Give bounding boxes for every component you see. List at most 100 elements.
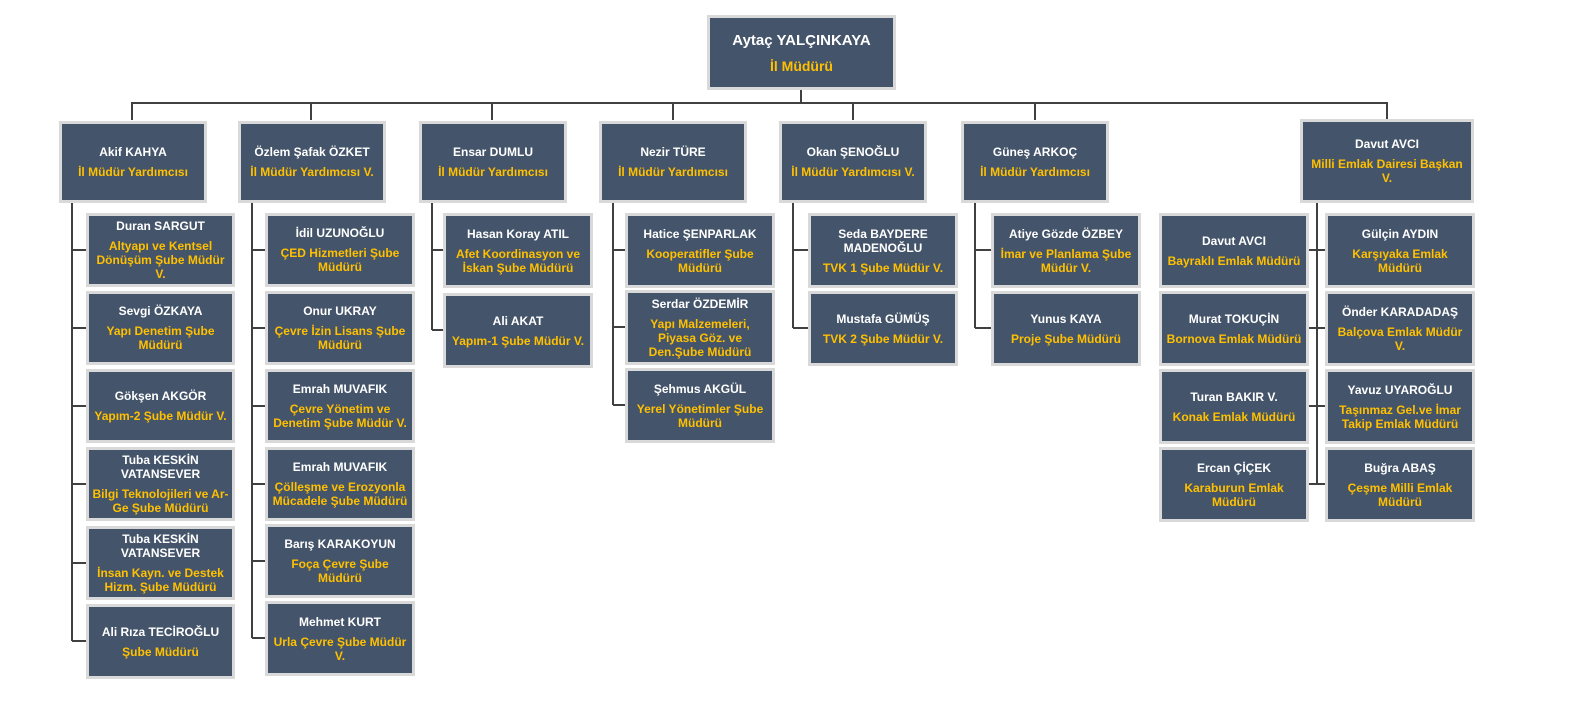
child-name: Hatice ŞENPARLAK [643,226,757,241]
child-title: Balçova Emlak Müdür V. [1337,324,1463,353]
child-name: Hasan Koray ATIL [466,226,570,241]
child-name: Tuba KESKİN VATANSEVER [120,532,201,560]
child-title: TVK 1 Şube Müdür V. [822,260,944,275]
child-box: Tuba KESKİN VATANSEVER Bilgi Teknolojile… [86,447,235,521]
child-title: İnsan Kayn. ve Destek Hizm. Şube Müdürü [97,566,224,594]
head-name: Ensar DUMLU [452,145,533,159]
child-name: Mustafa GÜMÜŞ [836,311,930,326]
child-box: Hatice ŞENPARLAK Kooperatifler Şube Müdü… [625,213,775,288]
head-box-6: Davut AVCI Milli Emlak Dairesi Başkan V. [1300,119,1474,203]
head-title: İl Müdür Yardımcısı [980,165,1090,179]
child-box: Yavuz UYAROĞLU Taşınmaz Gel.ve İmar Taki… [1325,369,1475,444]
child-title: Altyapı ve Kentsel Dönüşüm Şube Müdür V. [96,239,225,281]
child-title: Taşınmaz Gel.ve İmar Takip Emlak Müdürü [1339,402,1461,431]
child-name: Buğra ABAŞ [1364,460,1436,475]
child-title: Bilgi Teknolojileri ve Ar-Ge Şube Müdürü [92,487,229,515]
child-name: Emrah MUVAFIK [292,382,388,396]
child-title: Karaburun Emlak Müdürü [1184,480,1284,509]
child-name: Yunus KAYA [1030,311,1102,326]
child-box: Önder KARADADAŞ Balçova Emlak Müdür V. [1325,291,1475,366]
child-title: Şube Müdürü [122,644,199,659]
child-box: Mehmet KURT Urla Çevre Şube Müdür V. [265,601,415,676]
child-title: Urla Çevre Şube Müdür V. [273,634,407,663]
child-name: Ercan ÇİÇEK [1196,460,1272,475]
child-name: Ali AKAT [492,313,544,328]
child-box: Ercan ÇİÇEK Karaburun Emlak Müdürü [1159,447,1309,522]
root-name: Aytaç YALÇINKAYA [732,31,871,49]
child-name: Yavuz UYAROĞLU [1347,382,1453,397]
child-title: Foça Çevre Şube Müdürü [291,557,389,585]
child-name: Gülçin AYDIN [1361,226,1439,241]
child-box: Emrah MUVAFIK Çölleşme ve Erozyonla Müca… [265,447,415,521]
root-box: Aytaç YALÇINKAYA İl Müdürü [707,15,896,90]
child-title: Bayraklı Emlak Müdürü [1167,253,1301,268]
child-name: Emrah MUVAFIK [292,460,388,474]
child-title: Yapım-1 Şube Müdür V. [451,333,585,348]
child-title: Bornova Emlak Müdürü [1166,331,1302,346]
child-box: Murat TOKUÇİN Bornova Emlak Müdürü [1159,291,1309,366]
child-box: Tuba KESKİN VATANSEVER İnsan Kayn. ve De… [86,526,235,600]
child-box: Turan BAKIR V. Konak Emlak Müdürü [1159,369,1309,444]
child-box: Hasan Koray ATIL Afet Koordinasyon ve İs… [443,213,593,288]
child-box: Gökşen AKGÖR Yapım-2 Şube Müdür V. [86,369,235,443]
child-title: Yerel Yönetimler Şube Müdürü [636,401,764,430]
child-name: Davut AVCI [1201,233,1266,248]
child-box: Seda BAYDERE MADENOĞLU TVK 1 Şube Müdür … [808,213,958,288]
child-name: İdil UZUNOĞLU [295,226,385,240]
child-name: Ali Rıza TECİROĞLU [101,624,220,639]
child-name: Serdar ÖZDEMİR [651,296,749,311]
head-box-4: Okan ŞENOĞLU İl Müdür Yardımcısı V. [779,121,927,203]
child-box: Ali Rıza TECİROĞLU Şube Müdürü [86,604,235,679]
child-title: Konak Emlak Müdürü [1172,409,1296,424]
child-title: Yapı Malzemeleri, Piyasa Göz. ve Den.Şub… [648,316,752,359]
child-title: Çölleşme ve Erozyonla Mücadele Şube Müdü… [272,480,408,508]
head-box-2: Ensar DUMLU İl Müdür Yardımcısı [419,121,567,203]
child-name: Önder KARADADAŞ [1341,304,1458,319]
child-box: Yunus KAYA Proje Şube Müdürü [991,291,1141,366]
head-name: Akif KAHYA [99,145,167,159]
child-box: Şehmus AKGÜL Yerel Yönetimler Şube Müdür… [625,368,775,443]
child-name: Mehmet KURT [298,614,381,629]
child-title: Yapım-2 Şube Müdür V. [94,409,227,423]
child-box: Mustafa GÜMÜŞ TVK 2 Şube Müdür V. [808,291,958,366]
child-box: Davut AVCI Bayraklı Emlak Müdürü [1159,213,1309,288]
child-title: ÇED Hizmetleri Şube Müdürü [280,246,400,274]
child-box: İdil UZUNOĞLU ÇED Hizmetleri Şube Müdürü [265,213,415,287]
child-name: Onur UKRAY [303,304,377,318]
child-title: Afet Koordinasyon ve İskan Şube Müdürü [455,246,581,275]
child-box: Gülçin AYDIN Karşıyaka Emlak Müdürü [1325,213,1475,288]
head-title: İl Müdür Yardımcısı [78,165,188,179]
child-box: Serdar ÖZDEMİR Yapı Malzemeleri, Piyasa … [625,290,775,365]
child-name: Sevgi ÖZKAYA [118,304,203,318]
child-name: Şehmus AKGÜL [653,381,747,396]
child-title: İmar ve Planlama Şube Müdür V. [1000,246,1132,275]
head-box-5: Güneş ARKOÇ İl Müdür Yardımcısı [961,121,1109,203]
head-box-1: Özlem Şafak ÖZKET İl Müdür Yardımcısı V. [238,121,386,203]
head-title: İl Müdür Yardımcısı [618,165,728,179]
head-name: Özlem Şafak ÖZKET [254,145,370,159]
child-box: Barış KARAKOYUN Foça Çevre Şube Müdürü [265,524,415,598]
head-name: Davut AVCI [1354,137,1419,151]
head-title: Milli Emlak Dairesi Başkan V. [1311,157,1463,185]
child-name: Gökşen AKGÖR [114,389,207,403]
child-title: Çevre Yönetim ve Denetim Şube Müdür V. [273,402,407,430]
child-box: Sevgi ÖZKAYA Yapı Denetim Şube Müdürü [86,291,235,365]
child-name: Duran SARGUT [116,219,205,233]
child-name: Turan BAKIR V. [1190,389,1278,404]
child-box: Buğra ABAŞ Çeşme Milli Emlak Müdürü [1325,447,1475,522]
head-title: İl Müdür Yardımcısı [438,165,548,179]
child-box: Duran SARGUT Altyapı ve Kentsel Dönüşüm … [86,213,235,287]
head-title: İl Müdür Yardımcısı V. [250,165,374,179]
child-title: TVK 2 Şube Müdür V. [822,331,944,346]
child-box: Ali AKAT Yapım-1 Şube Müdür V. [443,293,593,368]
head-name: Okan ŞENOĞLU [806,145,900,159]
child-name: Barış KARAKOYUN [284,537,396,551]
head-box-3: Nezir TÜRE İl Müdür Yardımcısı [599,121,747,203]
child-box: Emrah MUVAFIK Çevre Yönetim ve Denetim Ş… [265,369,415,443]
child-title: Kooperatifler Şube Müdürü [646,246,754,275]
child-title: Proje Şube Müdürü [1010,331,1121,346]
child-name: Tuba KESKİN VATANSEVER [120,453,201,481]
child-title: Çeşme Milli Emlak Müdürü [1347,480,1453,509]
head-title: İl Müdür Yardımcısı V. [791,165,915,179]
